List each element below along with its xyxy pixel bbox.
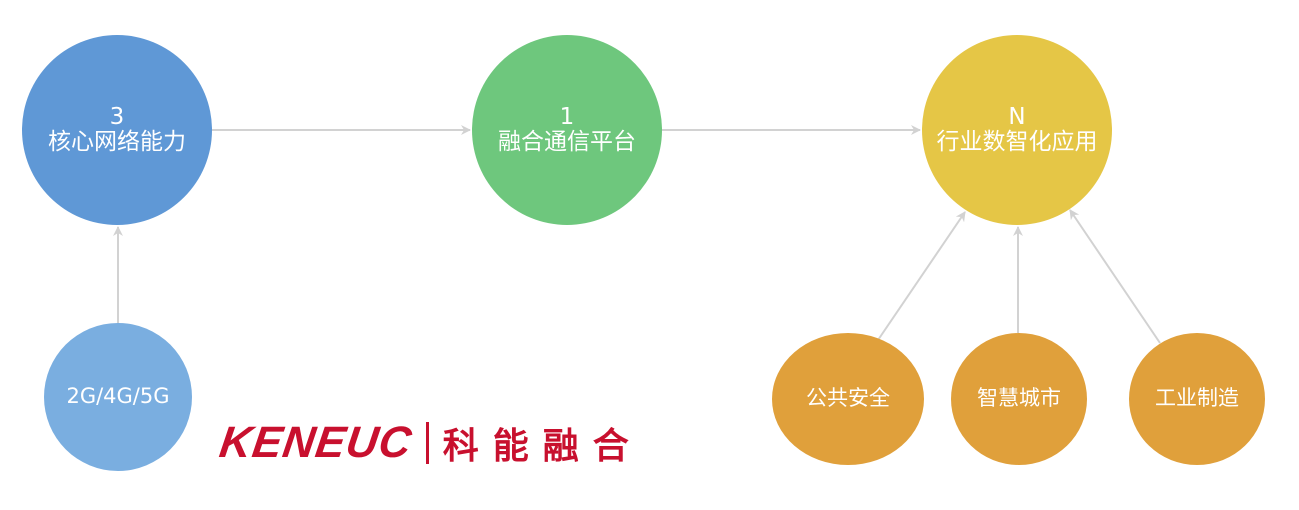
node-label: 2G/4G/5G: [66, 384, 170, 409]
node-core-network: 3 核心网络能力: [22, 35, 212, 225]
brand-logo: KENEUC 科能融合: [217, 417, 643, 469]
node-network: 2G/4G/5G: [44, 323, 192, 471]
node-label: 工业制造: [1155, 386, 1239, 411]
node-smart-city: 智慧城市: [951, 333, 1087, 465]
node-industry-apps: N 行业数智化应用: [922, 35, 1112, 225]
node-number: 3: [109, 103, 125, 130]
node-manufacturing: 工业制造: [1129, 333, 1265, 465]
arrow-public-safety-to-apps: [875, 211, 966, 344]
node-public-safety: 公共安全: [772, 333, 924, 465]
node-label: 行业数智化应用: [936, 129, 1098, 155]
arrow-manufacturing-to-apps: [1069, 209, 1161, 344]
logo-text-en: KENEUC: [216, 418, 416, 467]
logo-divider: [425, 422, 429, 464]
node-label: 融合通信平台: [498, 129, 636, 155]
node-label: 公共安全: [806, 386, 890, 411]
logo-text-cn: 科能融合: [442, 426, 643, 467]
node-number: N: [1008, 103, 1026, 130]
node-platform: 1 融合通信平台: [472, 35, 662, 225]
node-label: 核心网络能力: [48, 129, 186, 155]
node-label: 智慧城市: [977, 386, 1061, 411]
node-number: 1: [559, 103, 575, 130]
